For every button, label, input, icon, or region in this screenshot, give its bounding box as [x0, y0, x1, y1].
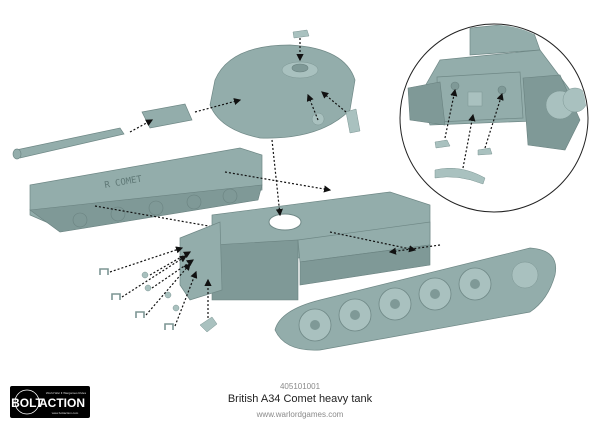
svg-text:ACTION: ACTION	[39, 396, 85, 410]
small-parts	[99, 246, 218, 333]
gun-barrel	[12, 119, 154, 160]
hull-body	[179, 139, 431, 301]
turret	[194, 29, 361, 139]
assembly-diagram: R COMET	[12, 23, 589, 351]
gun-mantlet	[141, 103, 193, 129]
svg-text:www.boltaction.com: www.boltaction.com	[52, 411, 79, 415]
product-code: 405101001	[279, 382, 321, 391]
website-link[interactable]: www.warlordgames.com	[256, 410, 344, 419]
rear-detail-inset	[399, 23, 589, 213]
svg-text:World War II Wargames Rules: World War II Wargames Rules	[46, 391, 87, 395]
track-right	[274, 244, 557, 351]
product-title: British A34 Comet heavy tank	[227, 393, 373, 405]
bolt-action-logo: BOLT ACTION World War II Wargames Rules …	[10, 386, 90, 418]
hull-side-left: R COMET	[29, 147, 332, 233]
svg-text:BOLT: BOLT	[11, 396, 43, 410]
